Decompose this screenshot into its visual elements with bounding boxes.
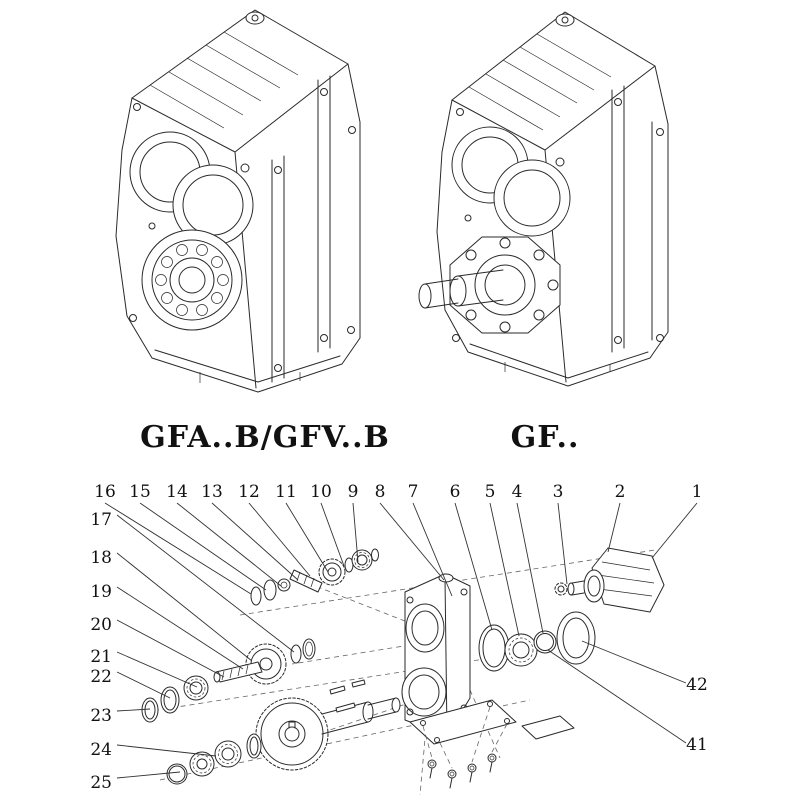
eyebolt-hole <box>555 13 575 27</box>
washer <box>250 586 262 606</box>
exploded-view: 16 15 14 13 12 11 10 9 8 7 6 5 4 3 2 1 1… <box>90 482 708 796</box>
part-number-15: 15 <box>129 482 151 502</box>
motor-body <box>591 547 665 613</box>
pinion <box>554 582 568 596</box>
part-number-2: 2 <box>615 482 626 502</box>
side-ribs-right <box>611 85 653 353</box>
bearing <box>214 740 242 768</box>
part-number-21: 21 <box>90 647 112 667</box>
output-shaft-parts <box>166 679 401 785</box>
housing <box>401 573 471 737</box>
bearing-bosses-right <box>451 126 571 237</box>
bearing <box>504 633 538 667</box>
part-number-19: 19 <box>90 582 112 602</box>
nut <box>277 578 291 592</box>
part-number-9: 9 <box>348 482 359 502</box>
ring <box>371 548 379 562</box>
bearing <box>189 751 215 777</box>
label-gfab-model: GFA..B/GFV..B <box>140 420 390 455</box>
part-number-3: 3 <box>553 482 564 502</box>
leader-lines <box>104 502 698 779</box>
gearbox-gfab-drawing <box>115 9 361 393</box>
part-number-24: 24 <box>90 740 112 760</box>
part-number-18: 18 <box>90 548 112 568</box>
key <box>329 685 346 695</box>
part-number-11: 11 <box>275 482 297 502</box>
output-flange-shaft <box>418 236 561 334</box>
part-number-5: 5 <box>485 482 496 502</box>
bolt <box>447 769 457 789</box>
part-number-23: 23 <box>90 706 112 726</box>
ring <box>302 638 316 660</box>
gearbox-gf-drawing <box>418 11 669 387</box>
part-number-1: 1 <box>692 482 703 502</box>
washer <box>290 644 302 664</box>
input-unit <box>554 547 665 613</box>
cooling-fins-right <box>468 33 612 131</box>
shaft-shoulder <box>362 701 374 723</box>
bearing-bosses-left <box>129 131 254 246</box>
part-number-4: 4 <box>512 482 523 502</box>
bolt <box>427 759 437 779</box>
bolt <box>487 753 497 773</box>
part-number-10: 10 <box>310 482 332 502</box>
cover-plate-parts <box>409 699 575 789</box>
part-number-16: 16 <box>94 482 116 502</box>
input-flange <box>583 569 605 603</box>
ring <box>263 579 277 601</box>
part-number-25: 25 <box>90 773 112 793</box>
part-number-12: 12 <box>238 482 260 502</box>
key <box>351 679 366 688</box>
part-number-41: 41 <box>686 735 708 755</box>
part-number-7: 7 <box>408 482 419 502</box>
output-bearing-left <box>141 229 243 331</box>
base-line-right <box>469 343 649 379</box>
shaft-keyway <box>335 702 356 713</box>
base-line-left <box>154 349 341 383</box>
shaft-end <box>391 697 401 713</box>
label-gf-model: GF.. <box>511 420 580 455</box>
snap-ring <box>533 630 557 654</box>
part-number-20: 20 <box>90 615 112 635</box>
washer <box>246 733 262 759</box>
part-number-13: 13 <box>201 482 223 502</box>
cover-plate <box>521 715 575 740</box>
part-number-8: 8 <box>375 482 386 502</box>
bearing <box>183 675 209 701</box>
part-number-14: 14 <box>166 482 188 502</box>
part-number-22: 22 <box>90 667 112 687</box>
input-shaft-parts <box>250 548 379 606</box>
output-gear <box>255 697 329 771</box>
part-number-callouts: 16 15 14 13 12 11 10 9 8 7 6 5 4 3 2 1 1… <box>90 482 707 793</box>
part-number-17: 17 <box>90 510 112 530</box>
eyebolt-hole <box>245 11 265 25</box>
keyway <box>288 721 296 729</box>
side-ribs-left <box>271 75 331 383</box>
snap-ring <box>166 763 188 785</box>
part-number-6: 6 <box>450 482 461 502</box>
right-of-housing-parts <box>478 611 596 672</box>
bolt <box>467 763 477 783</box>
cooling-fins-left <box>149 31 299 129</box>
bearing <box>351 549 373 571</box>
intermediate-shaft-parts <box>141 638 316 723</box>
input-shaft-stub <box>567 582 575 596</box>
intermediate-gear <box>245 643 287 685</box>
oil-seal <box>141 697 159 723</box>
part-number-42: 42 <box>686 675 708 695</box>
splined-shaft <box>289 569 323 593</box>
